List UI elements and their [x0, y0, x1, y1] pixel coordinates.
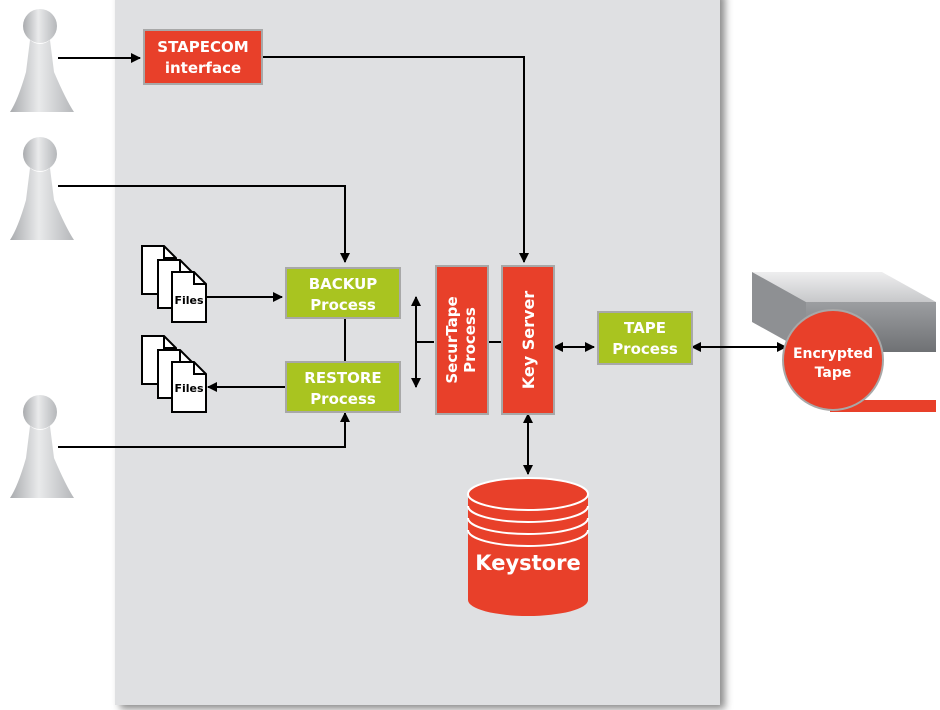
stapecom-sublabel: interface [165, 59, 241, 77]
securtape-sublabel: Process [461, 307, 479, 373]
user-icon [10, 137, 74, 240]
backup-sublabel: Process [310, 296, 376, 314]
user-icon [10, 395, 74, 498]
document-stack-icon: Files [141, 245, 207, 323]
backup-label: BACKUP [309, 275, 378, 293]
tape-process-box: TAPE Process [597, 311, 693, 365]
stapecom-label: STAPECOM [157, 38, 248, 56]
restore-label: RESTORE [304, 369, 381, 387]
tape-sublabel: Process [612, 340, 678, 358]
tape-label: TAPE [624, 319, 666, 337]
stapecom-to-keyserver-arrow [262, 56, 529, 263]
key-server-box: Key Server [501, 265, 555, 415]
encrypted-tape-label: Encrypted [793, 346, 873, 362]
securtape-process-box: SecurTape Process [435, 265, 489, 415]
key-server-label: Key Server [519, 291, 538, 390]
document-stack-icon: Files [141, 335, 207, 413]
stapecom-interface-box: STAPECOM interface [143, 29, 263, 85]
encrypted-tape-reel: Encrypted Tape [782, 309, 884, 411]
backup-process-box: BACKUP Process [285, 267, 401, 319]
user-icon [10, 9, 74, 112]
files-restore-label: Files [174, 382, 204, 395]
keystore-label: Keystore [475, 551, 580, 575]
keystore-database: Keystore [467, 477, 589, 616]
securtape-label: SecurTape [443, 296, 461, 383]
restore-process-box: RESTORE Process [285, 361, 401, 413]
files-backup-label: Files [174, 294, 204, 307]
user3-to-restore-arrow [58, 412, 350, 448]
user2-to-backup-arrow [58, 185, 350, 263]
connectors [58, 53, 787, 475]
restore-sublabel: Process [310, 390, 376, 408]
encrypted-tape-sublabel: Tape [815, 365, 852, 381]
